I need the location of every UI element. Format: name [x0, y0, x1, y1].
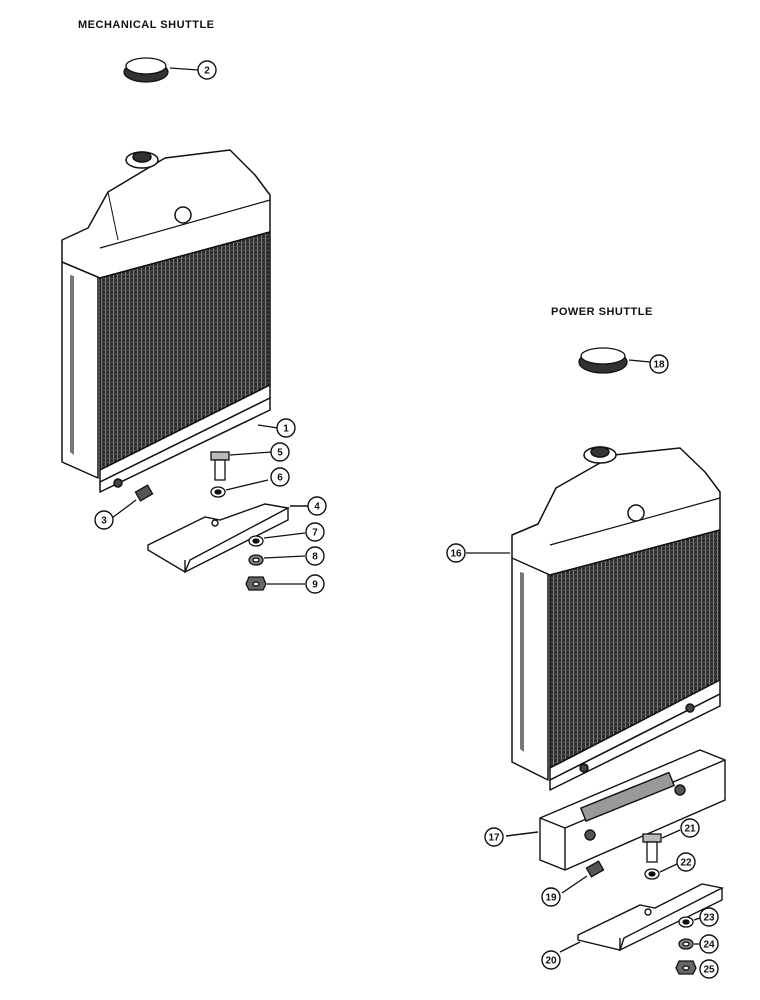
mechanical-shuttle-title: MECHANICAL SHUTTLE: [78, 19, 215, 31]
callout-label: 17: [488, 833, 500, 844]
washer-6: [210, 479, 269, 498]
washer-23: [678, 916, 701, 928]
callout-label: 6: [277, 473, 283, 484]
callout-20: 20: [541, 950, 561, 970]
nut-25: [675, 960, 697, 975]
callout-6: 6: [270, 467, 290, 487]
bracket-4: [147, 503, 308, 574]
drain-plug-19: [561, 860, 605, 894]
callout-5: 5: [270, 442, 290, 462]
cap-18: [578, 347, 651, 374]
callout-9: 9: [305, 574, 325, 594]
callout-23: 23: [699, 907, 719, 927]
callout-1: 1: [276, 418, 296, 438]
callout-25: 25: [699, 959, 719, 979]
washer-22: [644, 863, 678, 880]
callout-22: 22: [676, 852, 696, 872]
callout-label: 3: [101, 516, 107, 527]
callout-label: 24: [703, 940, 715, 951]
radiator-mechanical: [61, 149, 271, 493]
lock-washer-24: [678, 938, 700, 950]
callout-18: 18: [649, 354, 669, 374]
callout-label: 4: [314, 502, 320, 513]
radiator-power: [511, 446, 721, 791]
callout-8: 8: [305, 546, 325, 566]
callout-label: 9: [312, 580, 318, 591]
callout-17: 17: [484, 827, 504, 847]
callout-label: 2: [204, 66, 210, 77]
callout-label: 20: [545, 956, 557, 967]
callout-label: 5: [277, 448, 283, 459]
callout-16: 16: [446, 543, 466, 563]
callout-label: 22: [680, 858, 692, 869]
callout-label: 21: [684, 824, 696, 835]
cap-2: [123, 57, 199, 83]
nut-9: [245, 576, 305, 591]
washer-7: [248, 532, 306, 547]
callout-label: 25: [703, 965, 715, 976]
bolt-21: [642, 829, 681, 863]
bracket-20: [559, 883, 725, 953]
callout-label: 16: [450, 549, 462, 560]
drain-plug-3: [111, 484, 154, 519]
callout-label: 1: [283, 424, 289, 435]
callout-7: 7: [305, 522, 325, 542]
callout-21: 21: [680, 818, 700, 838]
callout-label: 23: [703, 913, 715, 924]
lock-washer-8: [248, 554, 306, 566]
callout-2: 2: [197, 60, 217, 80]
callout-label: 18: [653, 360, 665, 371]
power-shuttle-title: POWER SHUTTLE: [551, 306, 653, 318]
callout-4: 4: [307, 496, 327, 516]
support-17: [505, 749, 726, 871]
callout-label: 7: [312, 528, 318, 539]
callout-24: 24: [699, 934, 719, 954]
callout-label: 8: [312, 552, 318, 563]
callout-19: 19: [541, 887, 561, 907]
callout-label: 19: [545, 893, 557, 904]
leader-1: [257, 424, 279, 429]
bolt-5: [210, 451, 273, 481]
callout-3: 3: [94, 510, 114, 530]
